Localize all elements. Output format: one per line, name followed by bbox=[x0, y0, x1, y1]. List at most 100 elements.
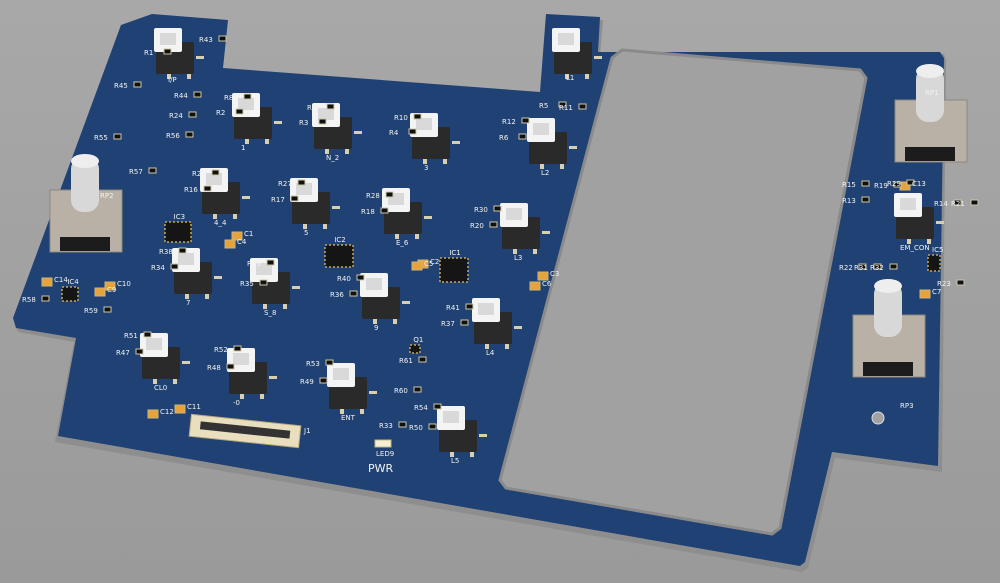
tactile-switch bbox=[154, 28, 204, 79]
resistor-label: R1 bbox=[144, 49, 153, 57]
resistor bbox=[858, 263, 867, 270]
resistor bbox=[163, 48, 172, 55]
resistor bbox=[493, 205, 502, 212]
resistor-label: R26 bbox=[192, 170, 206, 178]
resistor bbox=[193, 91, 202, 98]
resistor-label: R44 bbox=[174, 92, 188, 100]
ic-label: IC4 bbox=[67, 278, 79, 286]
resistor-label: R60 bbox=[394, 387, 408, 395]
resistor-label: R61 bbox=[399, 357, 413, 365]
resistor bbox=[893, 181, 902, 188]
switch-label: L5 bbox=[451, 457, 459, 465]
ic-chip bbox=[439, 257, 469, 283]
resistor-label: R12 bbox=[502, 118, 516, 126]
resistor bbox=[188, 111, 197, 118]
switch-label: 7 bbox=[186, 299, 190, 307]
resistor-label: R28 bbox=[366, 192, 380, 200]
switch-label: I/P bbox=[168, 76, 177, 84]
resistor bbox=[413, 386, 422, 393]
capacitor bbox=[94, 287, 106, 297]
resistor-label: R17 bbox=[271, 196, 285, 204]
switch-label: E_6 bbox=[396, 239, 409, 247]
resistor bbox=[266, 259, 275, 266]
resistor bbox=[203, 185, 212, 192]
resistor bbox=[103, 306, 112, 313]
resistor-label: R51 bbox=[124, 332, 138, 340]
resistor-label: R21 bbox=[951, 200, 965, 208]
capacitor-label: C3 bbox=[550, 270, 559, 278]
capacitor bbox=[537, 271, 549, 281]
resistor-label: R58 bbox=[22, 296, 36, 304]
capacitor bbox=[411, 261, 423, 271]
switch-label: 9 bbox=[374, 324, 378, 332]
resistor-label: R37 bbox=[441, 320, 455, 328]
resistor bbox=[433, 403, 442, 410]
resistor bbox=[290, 195, 299, 202]
switch-label: L1 bbox=[566, 74, 574, 82]
resistor-label: R20 bbox=[470, 222, 484, 230]
capacitor-label: C10 bbox=[117, 280, 131, 288]
resistor-label: R8 bbox=[224, 94, 233, 102]
capacitor-label: C12 bbox=[160, 408, 174, 416]
resistor-label: R4 bbox=[389, 129, 399, 137]
resistor-label: R52 bbox=[214, 346, 228, 354]
ic-chip bbox=[324, 244, 354, 268]
resistor-label: R15 bbox=[842, 181, 856, 189]
switch-label: 5 bbox=[304, 229, 308, 237]
resistor bbox=[956, 279, 965, 286]
resistor-label: R5 bbox=[539, 102, 548, 110]
resistor-label: R50 bbox=[409, 424, 423, 432]
resistor-label: R43 bbox=[199, 36, 213, 44]
power-label: PWR bbox=[368, 462, 394, 475]
resistor bbox=[326, 103, 335, 110]
resistor bbox=[518, 133, 527, 140]
resistor bbox=[243, 93, 252, 100]
resistor bbox=[489, 221, 498, 228]
resistor-label: R9 bbox=[307, 104, 316, 112]
resistor bbox=[185, 131, 194, 138]
resistor-label: R27 bbox=[278, 180, 292, 188]
resistor-label: R13 bbox=[842, 197, 856, 205]
capacitor-label: C11 bbox=[187, 403, 201, 411]
tactile-switch bbox=[527, 118, 577, 169]
encoder-label: RP3 bbox=[900, 402, 914, 410]
resistor bbox=[325, 359, 334, 366]
switch-label: ENT bbox=[341, 414, 356, 422]
switch-label: L2 bbox=[541, 169, 549, 177]
resistor bbox=[380, 207, 389, 214]
resistor bbox=[135, 348, 144, 355]
resistor-label: R2 bbox=[216, 109, 225, 117]
resistor-label: R16 bbox=[184, 186, 198, 194]
resistor-label: R14 bbox=[934, 200, 948, 208]
resistor bbox=[861, 196, 870, 203]
tactile-switch bbox=[360, 273, 410, 324]
tactile-switch bbox=[894, 193, 944, 244]
resistor bbox=[235, 108, 244, 115]
resistor-label: R29 bbox=[887, 180, 901, 188]
resistor bbox=[41, 295, 50, 302]
resistor bbox=[408, 128, 417, 135]
capacitor-label: C9 bbox=[107, 286, 116, 294]
resistor bbox=[218, 35, 227, 42]
ic-label: IC5 bbox=[932, 246, 943, 254]
switch-label: S_8 bbox=[264, 309, 276, 317]
tactile-switch bbox=[500, 203, 550, 254]
resistor bbox=[133, 81, 142, 88]
resistor bbox=[349, 290, 358, 297]
encoder-label: RP1 bbox=[925, 89, 939, 97]
resistor bbox=[233, 345, 242, 352]
tactile-switch bbox=[172, 248, 222, 299]
resistor bbox=[889, 263, 898, 270]
switch-label: L4 bbox=[486, 349, 495, 357]
switch-label: EM_CON bbox=[900, 244, 930, 252]
board-window-cutout bbox=[498, 48, 868, 536]
resistor-label: R47 bbox=[116, 349, 130, 357]
resistor bbox=[521, 117, 530, 124]
resistor-label: R59 bbox=[84, 307, 98, 315]
resistor bbox=[170, 263, 179, 270]
resistor bbox=[418, 356, 427, 363]
resistor bbox=[953, 199, 962, 206]
led-label: LED9 bbox=[376, 450, 394, 458]
resistor bbox=[318, 118, 327, 125]
